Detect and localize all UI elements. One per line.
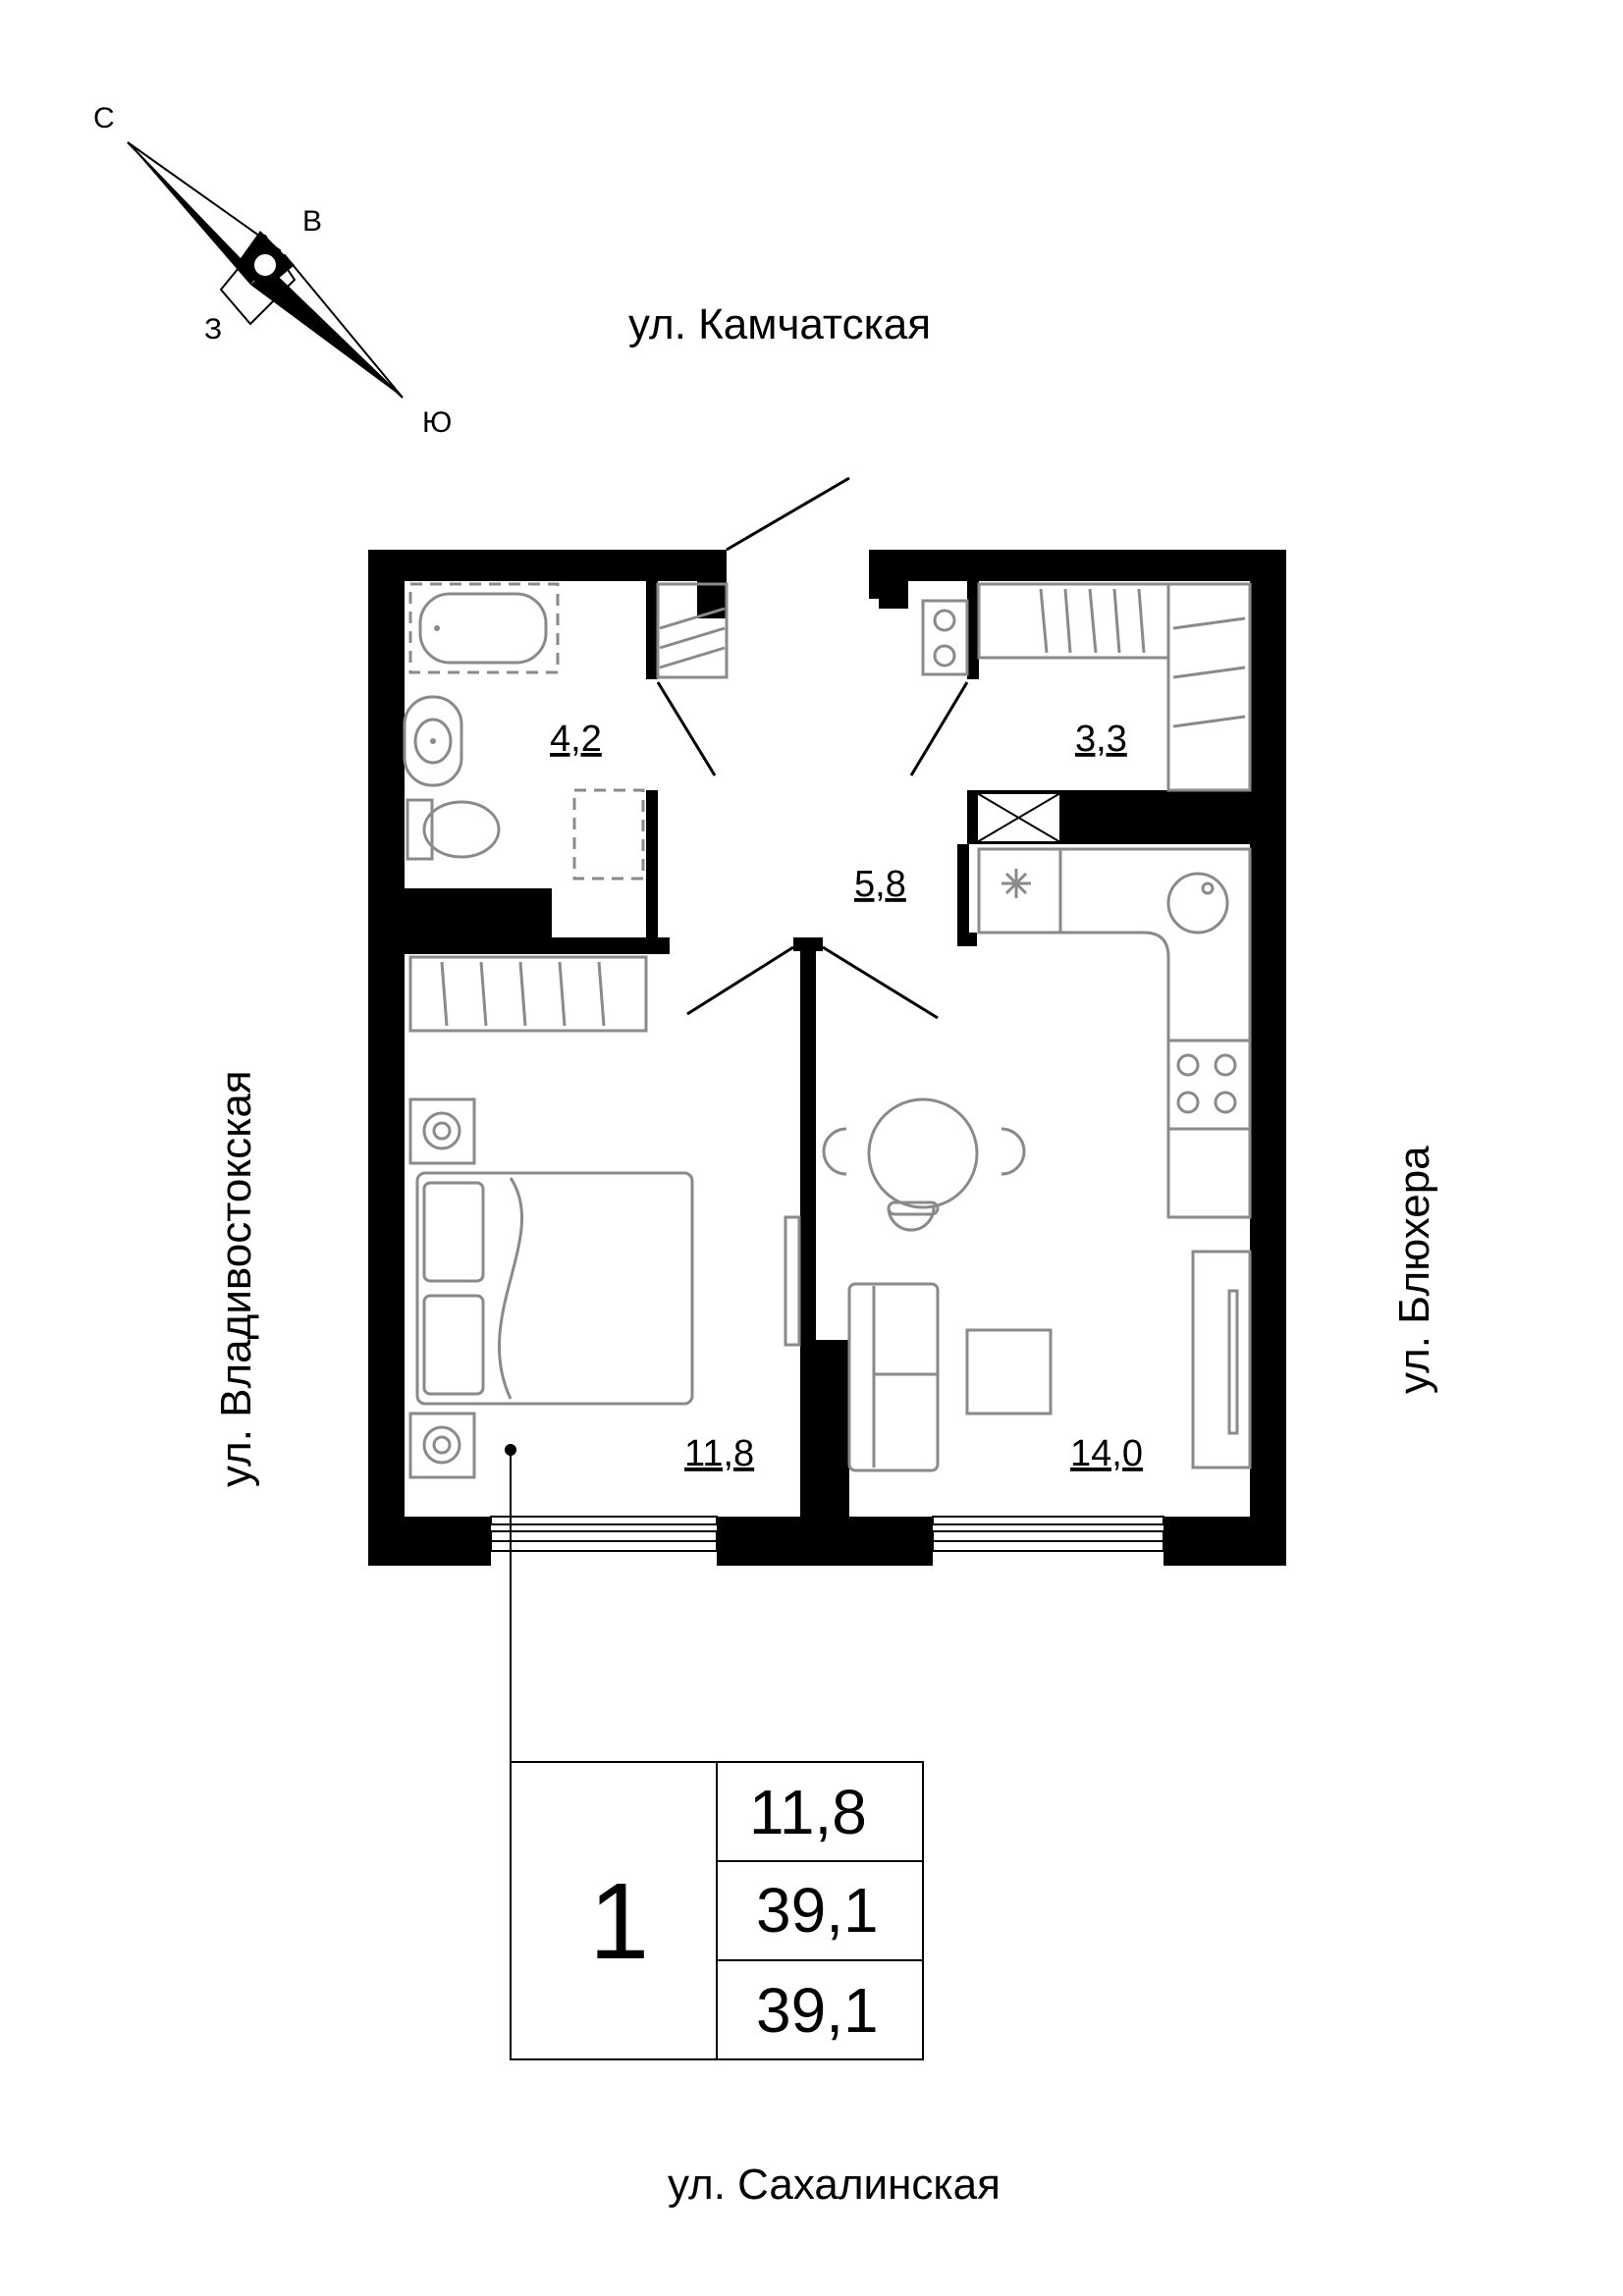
total-area-balcony-value: 39,1 — [756, 1975, 879, 2046]
street-bottom-label: ул. Сахалинская — [668, 2161, 1001, 2209]
nightstand-top-icon — [408, 1097, 476, 1165]
wardrobe — [408, 955, 648, 1033]
compass-east-label: В — [302, 205, 322, 238]
street-left-label: ул. Владивостокская — [212, 1070, 260, 1487]
living-area-value: 11,8 — [749, 1777, 867, 1847]
area-storage: 3,3 — [1075, 719, 1127, 760]
bathtub-icon — [408, 582, 560, 674]
area-kitchen-living: 14,0 — [1070, 1433, 1143, 1474]
sink-icon — [403, 695, 463, 787]
kitchen-counter — [977, 847, 1252, 1219]
toilet-icon — [406, 798, 501, 861]
bathroom-shelf — [656, 582, 729, 679]
bedroom-window — [490, 1516, 718, 1552]
area-bathroom: 4,2 — [550, 719, 602, 760]
area-bedroom: 11,8 — [684, 1433, 754, 1474]
compass-west-label: З — [204, 313, 222, 346]
walls — [368, 550, 1286, 1566]
washing-machine — [572, 788, 645, 881]
doors — [656, 476, 969, 1020]
sofa-icon — [847, 1282, 940, 1472]
bed-icon — [415, 1171, 694, 1406]
room-count: 1 — [589, 1861, 649, 1982]
dining-table-icon — [822, 1097, 1026, 1232]
storage-shelving — [977, 582, 1252, 792]
kitchen-window — [932, 1516, 1164, 1552]
coffee-table — [965, 1328, 1053, 1415]
street-top-label: ул. Камчатская — [628, 300, 931, 348]
nightstand-bottom-icon — [408, 1412, 476, 1479]
boiler-icon — [921, 599, 969, 676]
total-area-value: 39,1 — [756, 1875, 879, 1946]
stove-icon — [1166, 1039, 1252, 1131]
compass-south-label: Ю — [422, 406, 452, 439]
compass-north-label: С — [93, 102, 115, 134]
summary-table — [510, 1761, 924, 2060]
meter-box-icon — [976, 792, 1061, 843]
area-hall: 5,8 — [854, 864, 906, 905]
fridge-icon — [1191, 1250, 1252, 1469]
compass-icon — [127, 141, 404, 399]
mirror — [784, 1215, 801, 1347]
street-right-label: ул. Блюхера — [1390, 1146, 1438, 1394]
